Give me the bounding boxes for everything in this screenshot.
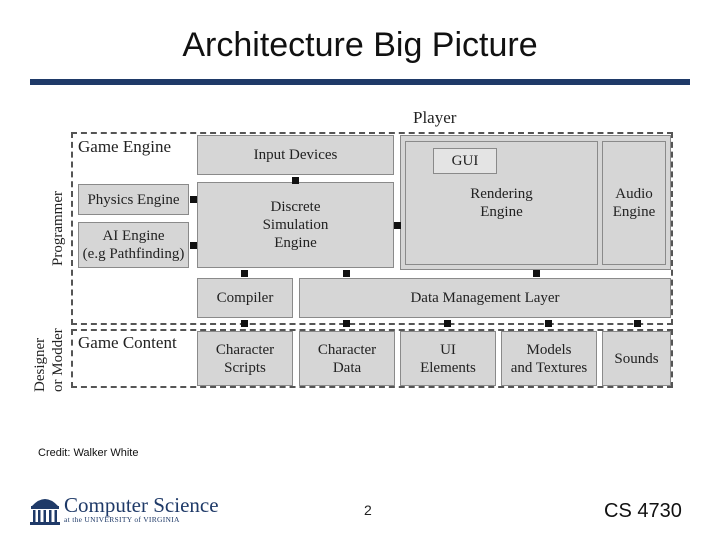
ai-engine-label-line2: (e.g Pathfinding) — [82, 246, 185, 262]
player-label: Player — [413, 108, 457, 127]
designer-label-line1: Designer — [32, 337, 48, 392]
character-scripts-line2: Scripts — [224, 359, 266, 376]
connector-sim-rendering — [394, 222, 401, 229]
designer-label-line2: or Modder — [50, 328, 66, 392]
audio-line2: Engine — [612, 204, 656, 220]
programmer-label: Programmer — [50, 191, 66, 266]
connector-compiler-scripts — [241, 320, 248, 327]
rendering-line2: Engine — [480, 204, 523, 220]
computer-science-logo: Computer Science at the UNIVERSITY of VI… — [30, 494, 230, 526]
title-divider — [30, 79, 690, 85]
models-and-textures-box: Models and Textures — [501, 331, 597, 386]
physics-engine-box: Physics Engine — [78, 184, 189, 215]
architecture-diagram: Player Programmer Designer or Modder Gam… — [28, 108, 680, 398]
connector-sim-compiler — [241, 270, 248, 277]
slide-title: Architecture Big Picture — [182, 26, 538, 64]
audio-engine-box: Audio Engine — [602, 141, 666, 265]
connector-data-chardata — [343, 320, 350, 327]
game-content-label: Game Content — [78, 333, 177, 352]
ai-engine-box: AI Engine (e.g Pathfinding) — [78, 222, 189, 268]
rotunda-icon — [30, 499, 60, 525]
logo-name: Computer Science — [64, 493, 219, 517]
connector-input-sim — [292, 177, 299, 184]
connector-ai-sim — [190, 242, 197, 249]
input-devices-box: Input Devices — [197, 135, 394, 175]
ui-elements-line1: UI — [440, 341, 456, 358]
models-line2: and Textures — [510, 359, 588, 376]
course-label: CS 4730 — [604, 500, 682, 522]
physics-engine-label: Physics Engine — [87, 191, 180, 208]
sounds-box: Sounds — [602, 331, 671, 386]
discrete-sim-line2: Simulation — [262, 217, 329, 233]
game-engine-region — [71, 132, 673, 325]
data-management-layer-box: Data Management Layer — [299, 278, 671, 318]
rendering-line1: Rendering — [470, 186, 533, 202]
sounds-label: Sounds — [614, 350, 659, 367]
audio-line1: Audio — [615, 186, 653, 202]
character-data-box: Character Data — [299, 331, 395, 386]
compiler-box: Compiler — [197, 278, 293, 318]
credit-text: Credit: Walker White — [38, 447, 139, 459]
connector-physics-sim — [190, 196, 197, 203]
data-management-label: Data Management Layer — [410, 290, 560, 306]
rendering-engine-box: Rendering Engine — [405, 141, 598, 265]
discrete-simulation-engine-box: Discrete Simulation Engine — [197, 182, 394, 268]
game-content-region — [71, 329, 673, 388]
connector-data-ui — [444, 320, 451, 327]
discrete-sim-line1: Discrete — [270, 199, 321, 215]
character-scripts-box: Character Scripts — [197, 331, 293, 386]
character-data-line1: Character — [317, 341, 377, 358]
input-devices-label: Input Devices — [253, 147, 338, 163]
discrete-sim-line3: Engine — [274, 235, 317, 251]
connector-data-models — [545, 320, 552, 327]
logo-subtitle: at the UNIVERSITY of VIRGINIA — [64, 515, 180, 524]
gui-label: GUI — [451, 153, 479, 169]
game-engine-label: Game Engine — [78, 137, 171, 156]
connector-sim-data — [343, 270, 350, 277]
ai-engine-label-line1: AI Engine — [102, 228, 165, 244]
connector-data-sounds — [634, 320, 641, 327]
gui-box: GUI — [433, 148, 497, 174]
character-data-line2: Data — [332, 359, 362, 376]
models-line1: Models — [526, 341, 572, 358]
connector-rendering-data — [533, 270, 540, 277]
ui-elements-line2: Elements — [420, 359, 476, 376]
character-scripts-line1: Character — [215, 341, 275, 358]
page-number: 2 — [364, 502, 372, 518]
compiler-label: Compiler — [216, 290, 274, 306]
ui-elements-box: UI Elements — [400, 331, 496, 386]
